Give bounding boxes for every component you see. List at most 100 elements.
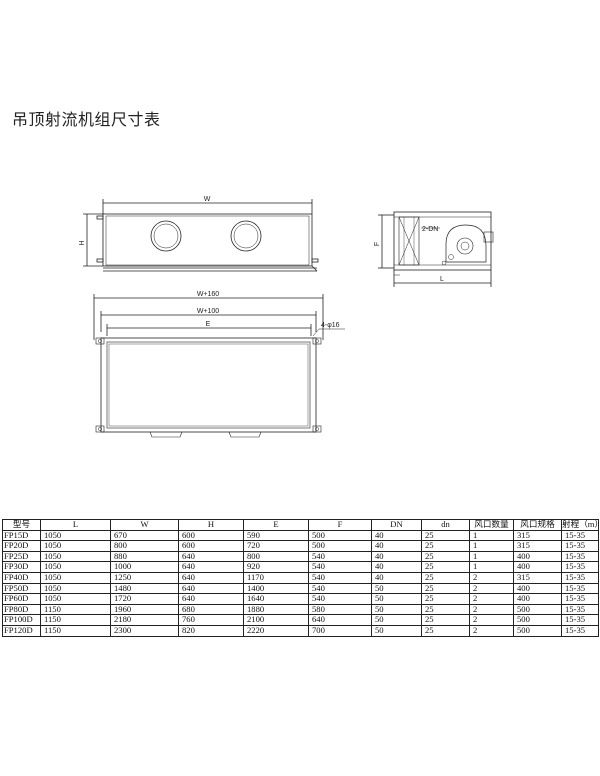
table-row: FP50D1050148064014005405025240015-350.9-… <box>2 582 599 595</box>
table-cell: 15-35 <box>561 582 599 595</box>
table-cell: 1150 <box>40 603 111 616</box>
table-cell: 600 <box>178 540 244 552</box>
table-row: FP60D1050172064016405405025240015-351.1-… <box>2 593 599 605</box>
table-cell: 800 <box>110 540 179 552</box>
table-cell: 1 <box>469 561 514 573</box>
table-cell: 640 <box>178 550 244 563</box>
table-cell: 25 <box>421 614 470 626</box>
table-cell: 1480 <box>110 582 179 595</box>
table-cell: 1050 <box>40 540 111 552</box>
table-cell: 1000 <box>110 561 179 573</box>
table-cell: 2 <box>469 624 514 637</box>
table-row: FP100D1150218076021006405025250015-351.5… <box>2 614 599 626</box>
table-cell: 315 <box>513 529 562 542</box>
bottom-holes-label: 4-φ16 <box>321 322 340 329</box>
table-cell: FP40D <box>2 571 41 584</box>
table-cell: 640 <box>178 571 244 584</box>
table-cell: 1960 <box>110 603 179 616</box>
table-cell: 15-35 <box>561 550 599 563</box>
table-cell: 15-35 <box>561 571 599 584</box>
table-cell: 50 <box>371 624 422 637</box>
table-cell: 920 <box>243 561 309 573</box>
table-cell: 2100 <box>243 614 309 626</box>
table-cell: 1050 <box>40 571 111 584</box>
table-cell: 1050 <box>40 582 111 595</box>
column-header: dn <box>421 519 470 531</box>
table-cell: 820 <box>178 624 244 637</box>
table-cell: 2 <box>469 571 514 584</box>
table-cell: 1150 <box>40 614 111 626</box>
table-cell: 1720 <box>110 593 179 605</box>
table-cell: FP30D <box>2 561 41 573</box>
table-cell: 700 <box>308 624 372 637</box>
table-cell: FP100D <box>2 614 41 626</box>
table-cell: 25 <box>421 593 470 605</box>
table-cell: FP15D <box>2 529 41 542</box>
table-cell: 15-35 <box>561 603 599 616</box>
table-cell: FP50D <box>2 582 41 595</box>
table-cell: 1880 <box>243 603 309 616</box>
table-cell: 1150 <box>40 624 111 637</box>
table-cell: 25 <box>421 603 470 616</box>
table-cell: 540 <box>308 582 372 595</box>
bottom-view-drawing <box>93 294 345 438</box>
table-cell: 15-35 <box>561 593 599 605</box>
table-cell: 2 <box>469 593 514 605</box>
table-cell: 15-35 <box>561 540 599 552</box>
table-cell: 40 <box>371 529 422 542</box>
table-cell: 580 <box>308 603 372 616</box>
side-note-label: 2-DN <box>422 226 438 233</box>
table-cell: 40 <box>371 550 422 563</box>
table-cell: 1050 <box>40 593 111 605</box>
table-row: FP30D105010006409205404025140015-350.55-… <box>2 561 599 573</box>
table-cell: 500 <box>513 603 562 616</box>
table-cell: 1050 <box>40 529 111 542</box>
technical-drawings: W H 2-DN F L W+160 W+100 E 4-φ16 <box>79 196 494 438</box>
table-cell: 760 <box>178 614 244 626</box>
table-cell: 2 <box>469 603 514 616</box>
table-cell: 2300 <box>110 624 179 637</box>
column-header: H <box>178 519 244 531</box>
table-cell: 540 <box>308 593 372 605</box>
table-cell: 590 <box>243 529 309 542</box>
front-view-drawing <box>83 199 319 272</box>
table-cell: 25 <box>421 624 470 637</box>
table-cell: 15-35 <box>561 529 599 542</box>
table-cell: 720 <box>243 540 309 552</box>
table-cell: 640 <box>308 614 372 626</box>
table-cell: 50 <box>371 593 422 605</box>
front-height-label: H <box>79 240 86 245</box>
table-cell: 500 <box>308 529 372 542</box>
table-cell: 680 <box>178 603 244 616</box>
table-cell: 25 <box>421 582 470 595</box>
table-cell: FP60D <box>2 593 41 605</box>
bottom-e-label: E <box>206 321 211 328</box>
table-cell: 600 <box>178 529 244 542</box>
table-cell: 40 <box>371 561 422 573</box>
table-cell: 2180 <box>110 614 179 626</box>
table-cell: 25 <box>421 571 470 584</box>
table-cell: 800 <box>243 550 309 563</box>
table-row: FP80D1150196068018805805025250015-351.1-… <box>2 603 599 616</box>
table-cell: 500 <box>513 624 562 637</box>
table-cell: 40 <box>371 540 422 552</box>
table-row: FP15D10506706005905004025131515-350.37-0… <box>2 529 599 542</box>
side-l-label: L <box>440 276 444 283</box>
table-cell: 400 <box>513 582 562 595</box>
table-cell: 15-35 <box>561 561 599 573</box>
table-cell: 25 <box>421 550 470 563</box>
table-cell: 40 <box>371 571 422 584</box>
side-view-drawing <box>378 211 494 287</box>
table-cell: 50 <box>371 582 422 595</box>
table-cell: 2220 <box>243 624 309 637</box>
column-header: DN <box>371 519 422 531</box>
table-cell: 640 <box>178 561 244 573</box>
table-cell: 1250 <box>110 571 179 584</box>
table-row: FP20D10508006007205004025131515-350.37-0… <box>2 540 599 552</box>
table-cell: 15-35 <box>561 624 599 637</box>
table-cell: 2 <box>469 614 514 626</box>
table-cell: 2 <box>469 582 514 595</box>
table-cell: 540 <box>308 561 372 573</box>
table-cell: 50 <box>371 614 422 626</box>
table-cell: 1 <box>469 550 514 563</box>
